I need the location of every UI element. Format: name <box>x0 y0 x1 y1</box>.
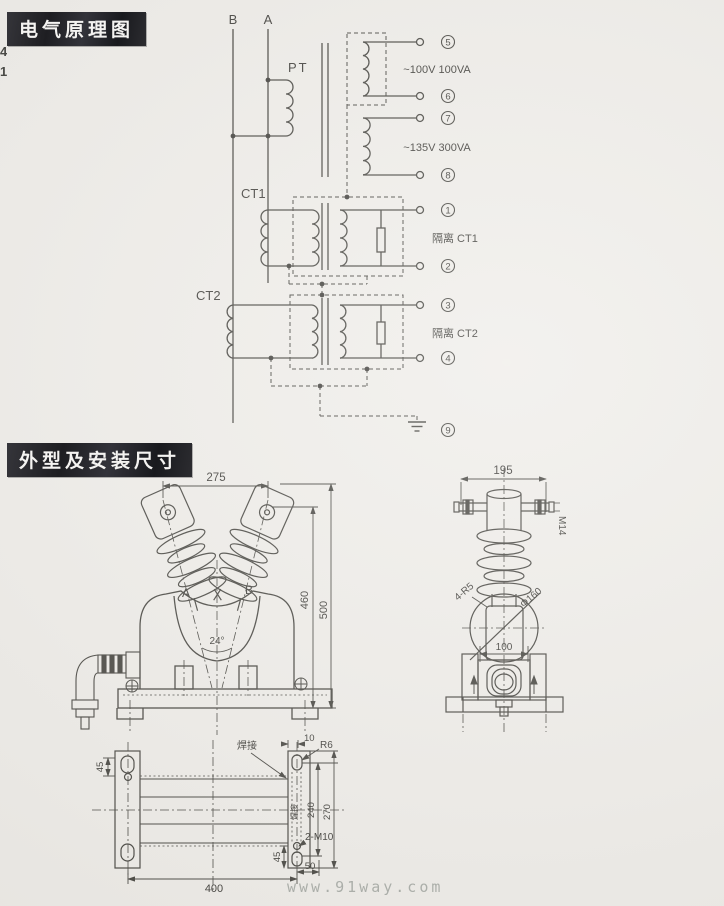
bushing-right <box>208 484 295 611</box>
tank-bolts <box>125 677 308 693</box>
ct2-label: CT2 <box>196 288 221 303</box>
pt-winding2-rating: ~135V 300VA <box>403 142 471 154</box>
dim-base-10 <box>280 740 306 748</box>
shield-dashed-boxes <box>270 32 418 421</box>
plate-weld-marking: 焊接 <box>289 804 299 820</box>
weld-note-label: 焊接 <box>237 739 257 752</box>
angle-label: 24° <box>209 636 224 647</box>
ct1-label: CT1 <box>241 186 266 201</box>
front-view-drawing: 275 A B <box>71 472 336 735</box>
watermark: www.91way.com <box>287 878 444 896</box>
dim-base-400-label: 400 <box>205 883 223 895</box>
dim-base-45-right-label: 45 <box>272 852 283 863</box>
earth-ground-icon <box>408 421 426 432</box>
angle-arc <box>201 647 233 653</box>
bushing-b-label: B <box>245 583 253 597</box>
ct1-transformer <box>260 203 425 271</box>
dim-base-45-left-label: 45 <box>95 762 106 773</box>
dim-base-45-right <box>280 845 288 869</box>
bolt-holes-leader <box>298 839 307 847</box>
terminal-2: 2 <box>445 262 450 273</box>
terminal-4: 4 <box>445 354 450 365</box>
dim-side-100-label: 100 <box>496 642 513 653</box>
pt-winding1-rating: ~100V 100VA <box>403 64 471 76</box>
junction-dots <box>230 77 370 389</box>
channel-beam <box>140 775 288 847</box>
dim-base-50 <box>296 860 320 876</box>
base-plan-centerlines <box>92 740 344 892</box>
diameter-label: Φ160 <box>518 586 544 611</box>
side-base-centerlines <box>462 714 547 732</box>
phase-b-label: B <box>229 12 238 27</box>
bushing-a-label: A <box>182 586 190 600</box>
scan-artifact: 4 <box>0 44 7 59</box>
dim-base-45-left <box>103 757 115 777</box>
dim-base-270-label: 270 <box>322 804 333 820</box>
anchor-arrows <box>470 674 538 694</box>
pt-transformer <box>233 37 425 180</box>
section-title-outline: 外型及安装尺寸 <box>7 443 193 477</box>
terminal-6: 6 <box>445 92 450 103</box>
corner-radius-label: 4-R5 <box>453 581 477 604</box>
ct2-note: 隔离 CT2 <box>432 326 478 340</box>
dim-base-10-label: 10 <box>304 733 315 744</box>
dim-base-240-label: 240 <box>306 802 317 818</box>
terminal-numbers <box>440 34 456 438</box>
terminal-7: 7 <box>445 114 450 125</box>
side-lower-housing <box>461 653 547 717</box>
terminal-5: 5 <box>445 38 450 49</box>
terminal-head <box>453 488 560 531</box>
dim-front-460-label: 460 <box>299 591 311 609</box>
terminal-1: 1 <box>445 206 450 217</box>
dim-base-400 <box>127 870 298 884</box>
dim-front-275-label: 275 <box>206 472 225 484</box>
slot-radius-label: R6 <box>320 740 333 751</box>
primary-bus-lines <box>232 29 269 423</box>
dim-side-195 <box>460 476 547 512</box>
dim-front-500-label: 500 <box>318 601 330 619</box>
dim-side-195-label: 195 <box>493 465 512 477</box>
cable-elbow-connector <box>71 651 141 730</box>
terminal-3: 3 <box>445 301 450 312</box>
bushing-left <box>140 484 227 611</box>
left-mount-plate <box>114 750 141 869</box>
front-base <box>116 688 333 720</box>
base-centerlines <box>129 700 306 734</box>
dim-base-240-270 <box>302 750 338 869</box>
base-plan-drawing: 焊接 45 10 R6 焊接 <box>92 733 344 895</box>
scan-artifact: 1 <box>0 64 7 79</box>
phase-a-label: A <box>264 12 273 27</box>
side-view-drawing: 195 M14 <box>445 465 567 735</box>
terminal-8: 8 <box>445 171 450 182</box>
pt-label: PT <box>288 60 309 75</box>
dim-side-100 <box>479 646 529 662</box>
dim-base-50-label: 50 <box>305 861 316 872</box>
bushing-centerlines <box>162 499 269 735</box>
section-title-schematic: 电气原理图 <box>7 12 147 46</box>
bolt-holes-label: 2-M10 <box>305 832 334 843</box>
ct2-transformer <box>226 298 425 365</box>
side-base <box>445 696 564 713</box>
ct1-note: 隔离 CT1 <box>432 231 478 245</box>
dim-front-heights <box>272 483 336 709</box>
weld-note-leader <box>250 752 287 779</box>
dim-side-m14-label: M14 <box>556 516 567 536</box>
terminal-9: 9 <box>445 426 450 437</box>
schematic-diagram: B A PT ~100V 100VA ~135V 300VA <box>196 12 478 438</box>
